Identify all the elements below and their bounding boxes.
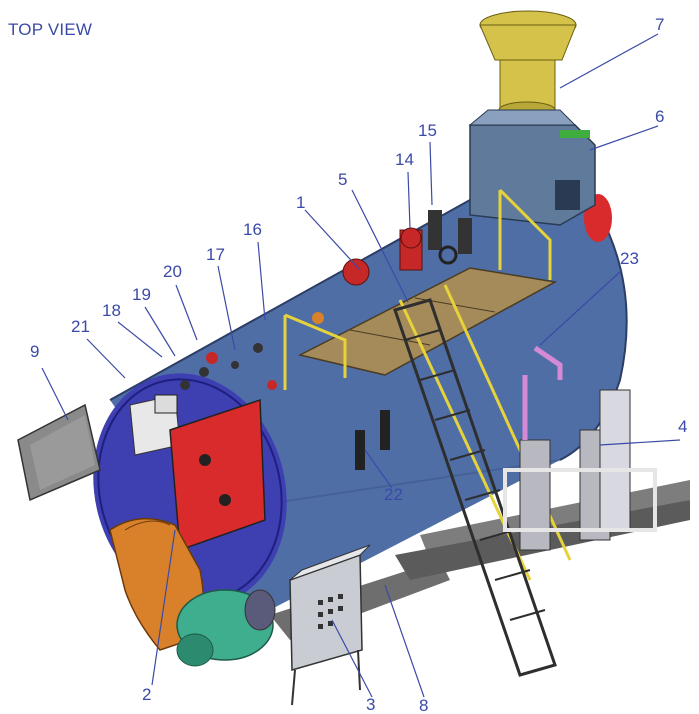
leader-line-15 [429, 141, 433, 206]
callout-label-4: 4 [678, 417, 687, 436]
callout-label-19: 19 [132, 285, 151, 304]
front-door [17, 403, 101, 502]
control-panel [289, 544, 371, 706]
callout-label-1: 1 [296, 193, 305, 212]
callout-label-18: 18 [102, 301, 121, 320]
callout-label-8: 8 [419, 696, 428, 714]
callout-label-6: 6 [655, 107, 664, 126]
leader-line-23 [539, 269, 623, 346]
callout-label-21: 21 [71, 317, 90, 336]
leader-line-21 [86, 338, 126, 379]
callout-label-7: 7 [655, 15, 664, 34]
callout-label-15: 15 [418, 121, 437, 140]
callout-label-2: 2 [142, 685, 151, 704]
leader-line-18 [117, 321, 163, 358]
leader-line-2 [151, 529, 176, 686]
leader-line-22 [364, 449, 393, 489]
callout-label-14: 14 [395, 150, 414, 169]
leader-line-14 [407, 171, 411, 229]
combustion-fan [176, 589, 276, 667]
leader-line-5 [351, 189, 409, 303]
ladder [393, 298, 557, 677]
top-valves [312, 210, 472, 324]
leader-line-1 [304, 209, 361, 271]
economizer [468, 109, 596, 226]
leader-line-16 [257, 241, 266, 321]
chimney [479, 10, 577, 119]
callout-label-16: 16 [243, 220, 262, 239]
leader-line-6 [589, 125, 659, 151]
callout-label-23: 23 [620, 249, 639, 268]
leader-line-20 [175, 284, 198, 341]
feed-pumps [503, 345, 657, 551]
callout-label-9: 9 [30, 342, 39, 361]
leader-line-9 [41, 367, 69, 421]
leader-line-17 [217, 265, 236, 351]
callout-label-22: 22 [384, 485, 403, 504]
leader-line-4 [599, 439, 681, 446]
leader-line-7 [559, 33, 659, 89]
callout-label-3: 3 [366, 695, 375, 714]
shell-fittings [180, 343, 277, 390]
callout-label-17: 17 [206, 245, 225, 264]
callout-label-20: 20 [163, 262, 182, 281]
leader-line-19 [144, 306, 176, 357]
view-title: TOP VIEW [8, 20, 93, 39]
leader-line-3 [331, 619, 373, 698]
callout-label-5: 5 [338, 170, 347, 189]
level-gauges [355, 410, 390, 470]
leader-line-8 [384, 584, 425, 698]
